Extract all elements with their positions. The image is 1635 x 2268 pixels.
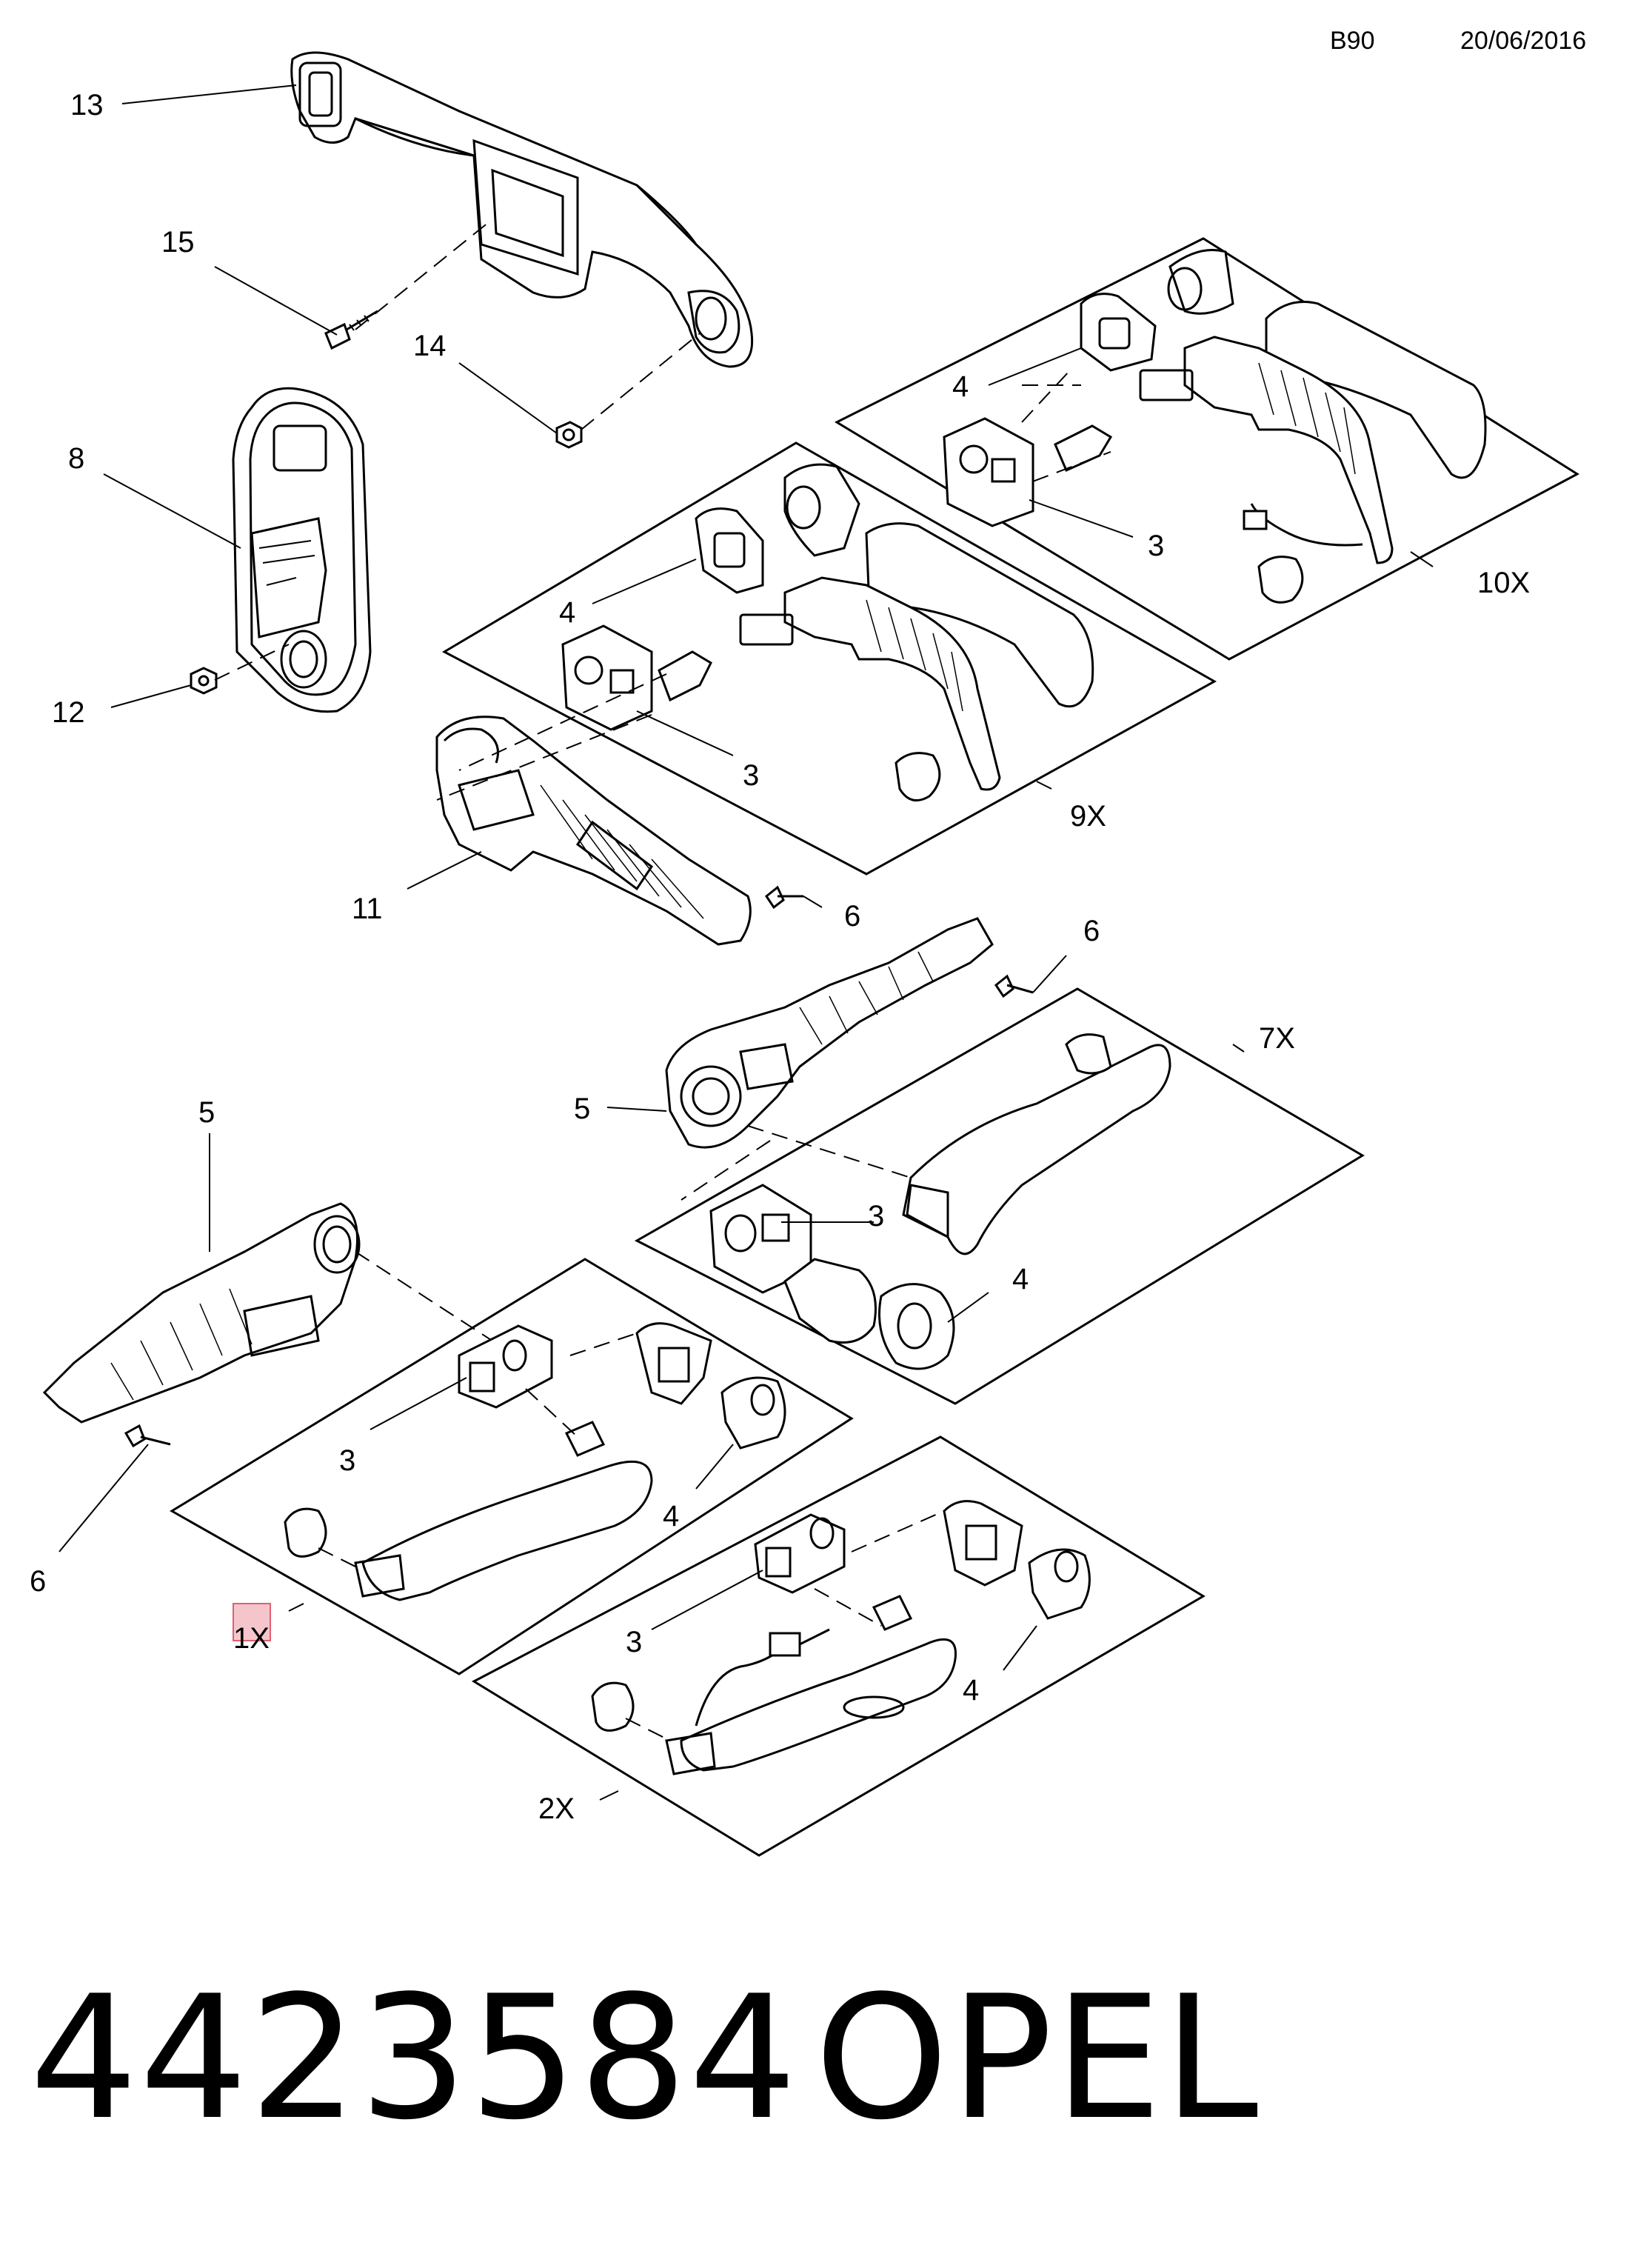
kit-box-9x — [441, 441, 1217, 875]
qty-1x: 1X — [233, 1622, 270, 1655]
callout-6-b: 6 — [1083, 915, 1100, 947]
qty-9x: 9X — [1070, 800, 1106, 833]
kit-1x-parts — [284, 1322, 786, 1601]
handle-bracket-5-left — [42, 1202, 361, 1424]
callout-14: 14 — [413, 330, 447, 362]
highlight-marker — [233, 1603, 271, 1641]
exploded-view: 13 15 14 8 12 4 3 10X 4 3 9X 11 6 6 7X 5… — [30, 51, 1579, 1857]
qty-7x: 7X — [1259, 1022, 1295, 1055]
callout-4-1x: 4 — [663, 1500, 679, 1532]
lock-cylinder-housing-8 — [232, 387, 372, 713]
kit-box-1x — [170, 1258, 854, 1675]
outer-handle-cover-13 — [290, 51, 754, 368]
handle-bracket-11 — [435, 716, 752, 946]
brand-name: OPEL — [815, 1960, 1260, 2158]
nut-12 — [190, 667, 218, 695]
callout-4-10x: 4 — [952, 370, 969, 403]
callout-4-7x: 4 — [1012, 1263, 1029, 1295]
kit-10x-parts — [943, 249, 1487, 604]
kit-box-7x — [634, 987, 1365, 1405]
handle-bracket-5-right — [665, 917, 994, 1149]
screw-15 — [324, 310, 378, 350]
rivet-6-a — [764, 885, 803, 910]
diagram-date: 20/06/2016 — [1460, 27, 1587, 55]
callout-5-b: 5 — [574, 1093, 590, 1125]
diagram-code: B90 — [1330, 27, 1375, 55]
rivet-6-b — [994, 974, 1034, 998]
callout-5-a: 5 — [198, 1096, 215, 1129]
callout-6-c: 6 — [30, 1565, 46, 1598]
rivet-6-c — [124, 1424, 171, 1448]
callout-8: 8 — [68, 442, 84, 475]
kit-7x-parts — [709, 1033, 1171, 1370]
qty-2x: 2X — [538, 1792, 575, 1825]
callout-4-2x: 4 — [963, 1674, 979, 1707]
callout-3-1x: 3 — [339, 1444, 355, 1477]
callout-11: 11 — [352, 893, 383, 925]
kit-box-10x — [834, 237, 1579, 661]
callout-13: 13 — [70, 89, 104, 121]
part-number: 4423584 — [30, 1960, 799, 2158]
kit-9x-parts — [561, 463, 1094, 802]
kit-2x-parts — [591, 1500, 1091, 1775]
callout-3-7x: 3 — [868, 1200, 884, 1233]
qty-10x: 10X — [1477, 567, 1530, 599]
callout-3-2x: 3 — [626, 1626, 642, 1658]
leader-lines — [58, 84, 1434, 1801]
nut-14 — [555, 421, 583, 449]
kit-box-2x — [471, 1435, 1206, 1857]
callout-15: 15 — [161, 226, 195, 259]
callout-3-10x: 3 — [1148, 530, 1164, 562]
callout-12: 12 — [52, 696, 85, 729]
callout-4-9x: 4 — [559, 596, 575, 629]
callout-6-a: 6 — [844, 900, 860, 933]
callout-3-9x: 3 — [743, 759, 759, 792]
